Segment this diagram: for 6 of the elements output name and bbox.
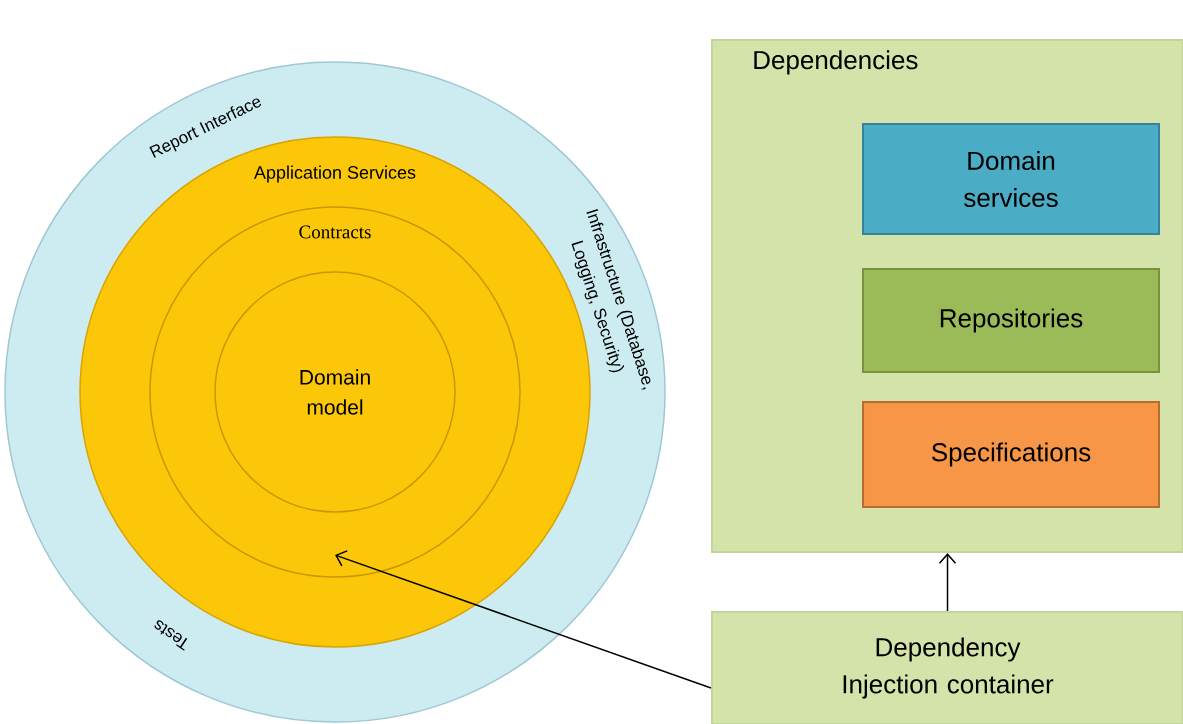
layer-box: Domain services [862, 123, 1160, 235]
layer-box: Specifications [862, 401, 1160, 508]
arrow [938, 553, 957, 612]
container-box: Dependency Injection container [711, 611, 1183, 724]
arrow [335, 550, 712, 689]
layer-box: Repositories [862, 268, 1160, 373]
